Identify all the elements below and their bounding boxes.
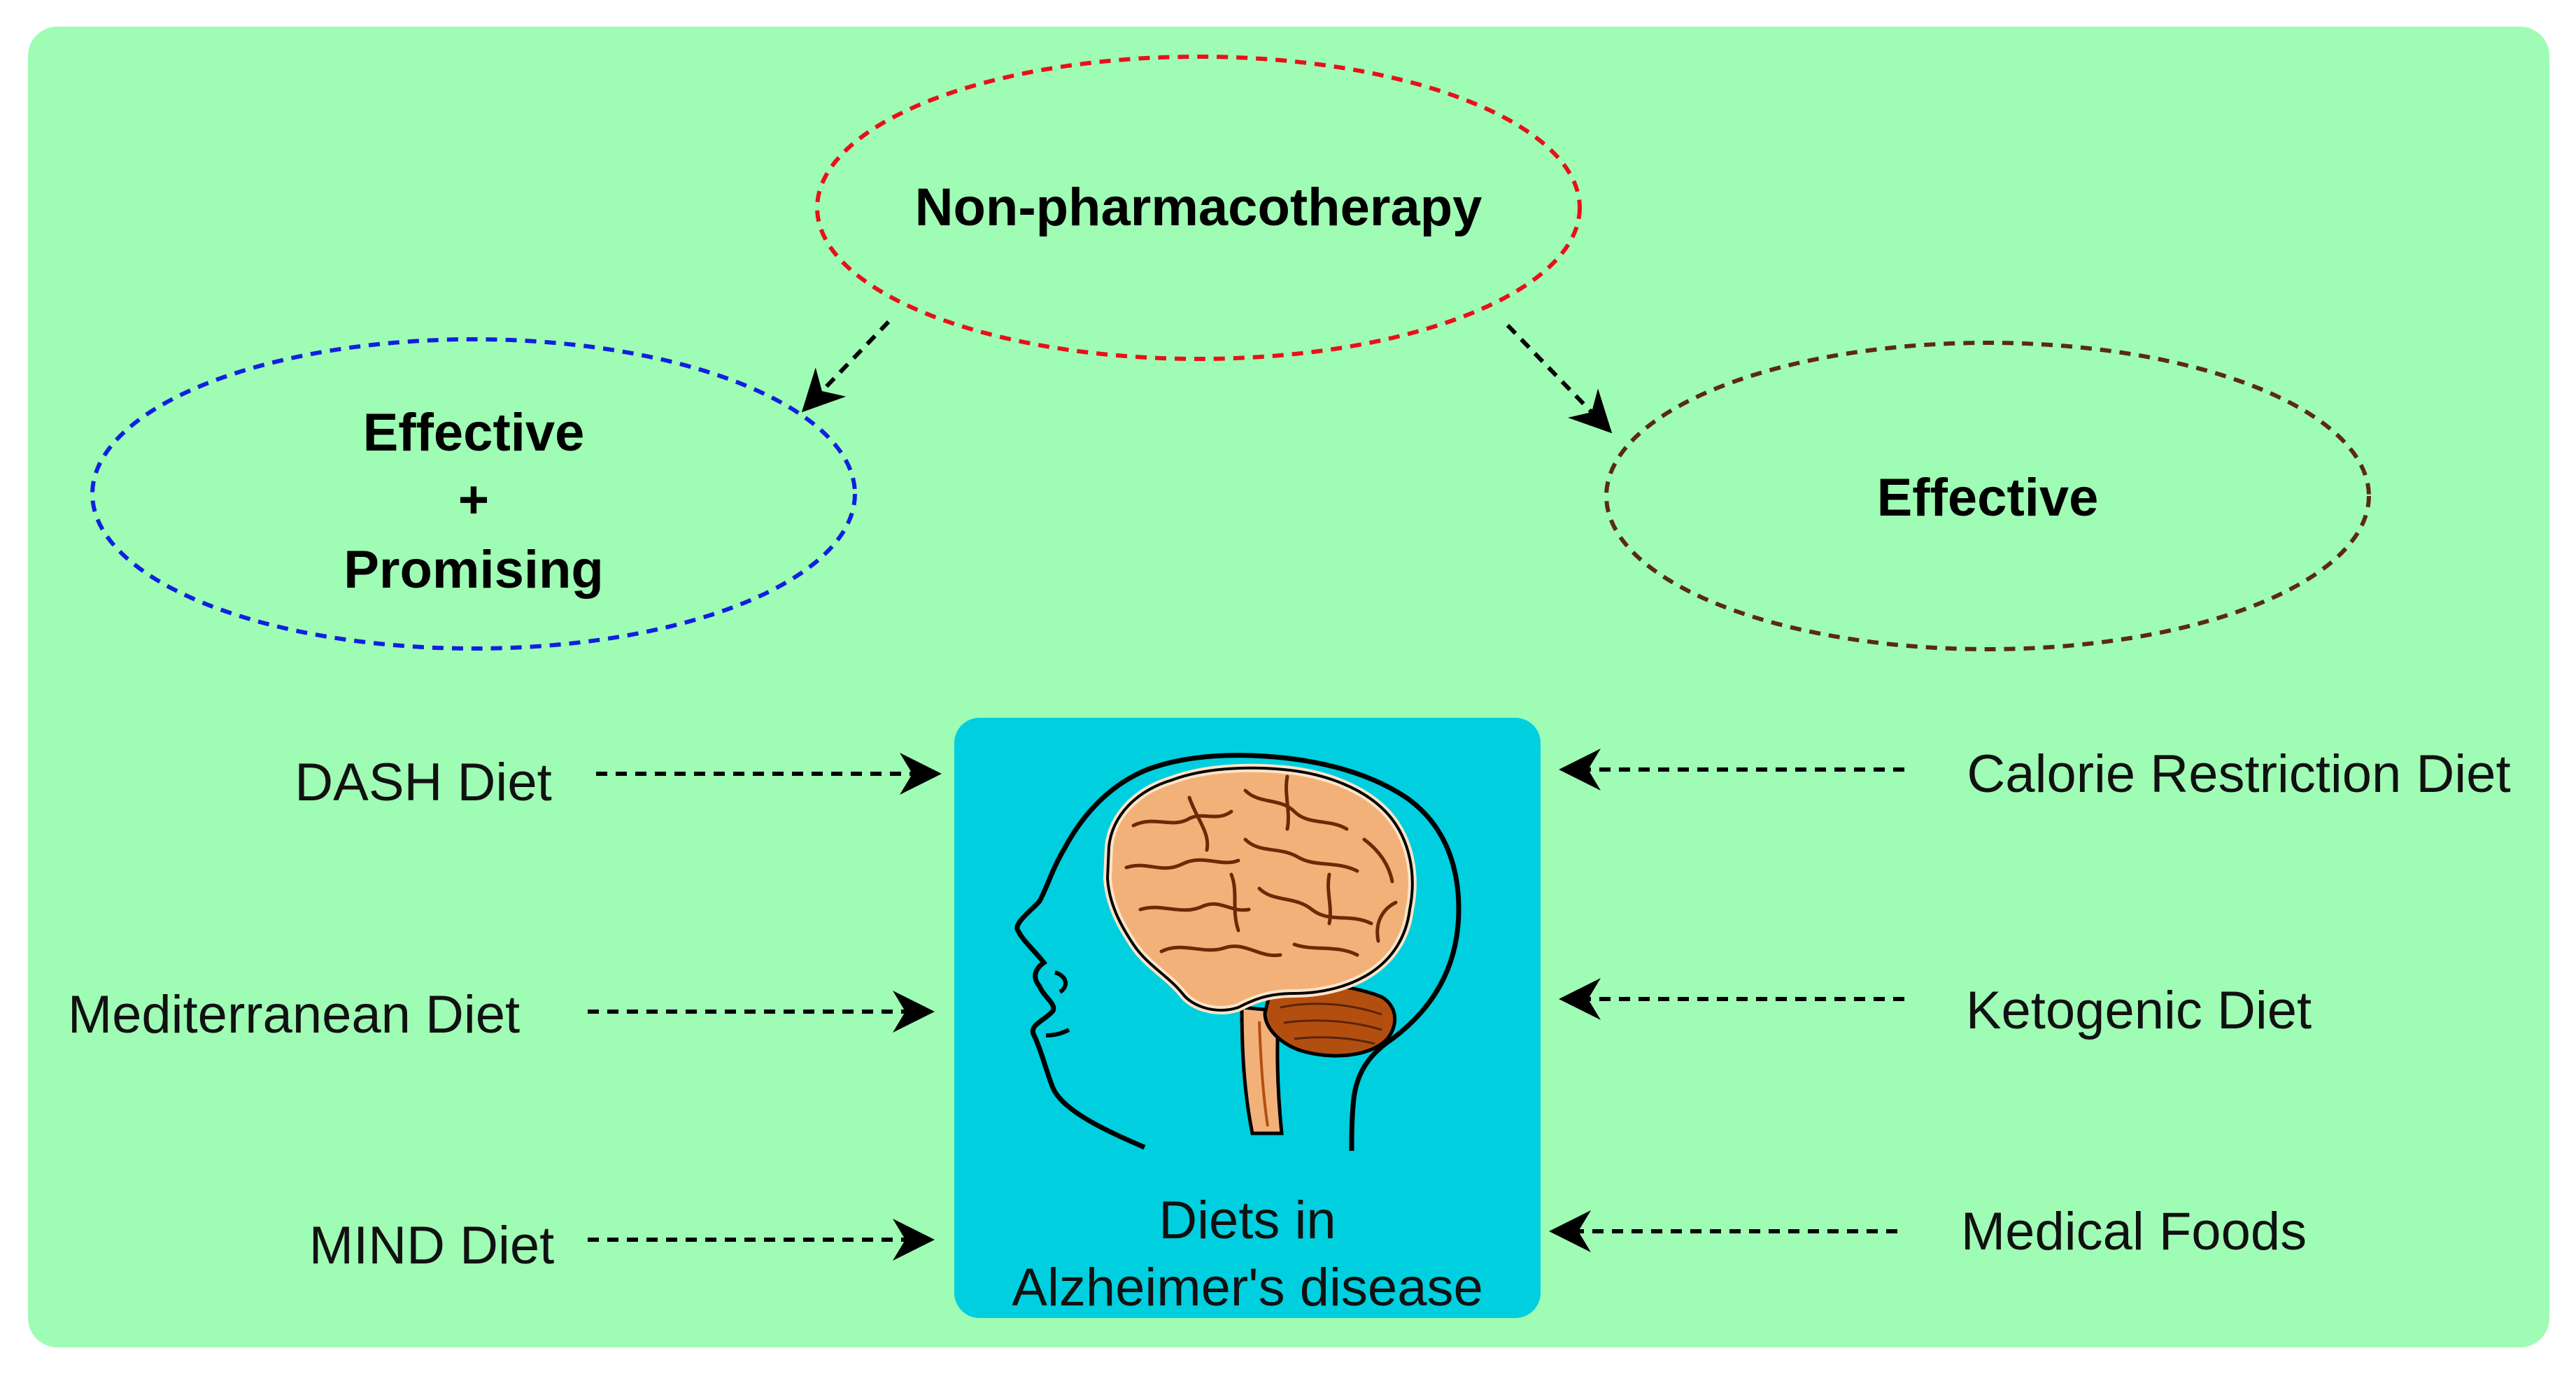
left-node: Effective + Promising xyxy=(90,337,857,651)
diet-arrows xyxy=(588,749,1904,1261)
right-node: Effective xyxy=(1604,341,2371,651)
top-node: Non-pharmacotherapy xyxy=(815,55,1582,361)
left-node-ellipse xyxy=(90,337,857,651)
diet-label-mediterranean: Mediterranean Diet xyxy=(68,985,520,1044)
diet-label-dash: DASH Diet xyxy=(295,753,551,812)
center-label-line1: Diets in xyxy=(1159,1191,1336,1250)
top-node-label: Non-pharmacotherapy xyxy=(915,178,1482,237)
lip-detail-icon xyxy=(1045,1028,1070,1037)
brain-stem-inner xyxy=(1258,1021,1269,1127)
diet-label-medical-foods: Medical Foods xyxy=(1961,1202,2307,1261)
right-node-label: Effective xyxy=(1877,468,2099,527)
left-node-line1: Effective xyxy=(363,403,585,462)
left-node-line3: Promising xyxy=(344,540,604,600)
diet-label-ketogenic: Ketogenic Diet xyxy=(1966,981,2312,1040)
right-node-ellipse xyxy=(1604,341,2371,651)
cerebrum-edge xyxy=(1105,766,1414,1012)
right-diets: Calorie Restriction Diet Ketogenic Diet … xyxy=(1961,744,2511,1261)
diet-label-calorie-restriction: Calorie Restriction Diet xyxy=(1967,744,2510,804)
top-node-ellipse xyxy=(815,55,1582,361)
left-diets: DASH Diet Mediterranean Diet MIND Diet xyxy=(68,753,554,1275)
center-label-line2: Alzheimer's disease xyxy=(1012,1258,1482,1317)
arrow-top-to-left xyxy=(801,320,891,413)
background-panel xyxy=(28,27,2549,1347)
head-brain-icon xyxy=(1014,753,1462,1152)
nose-detail-icon xyxy=(1054,970,1068,994)
brain-folds xyxy=(1124,774,1398,958)
arrow-top-to-right xyxy=(1506,323,1613,434)
head-outline xyxy=(1014,753,1462,1152)
center-node: Diets in Alzheimer's disease xyxy=(954,718,1541,1318)
left-node-line2: + xyxy=(458,470,489,530)
diet-label-mind: MIND Diet xyxy=(309,1216,554,1275)
